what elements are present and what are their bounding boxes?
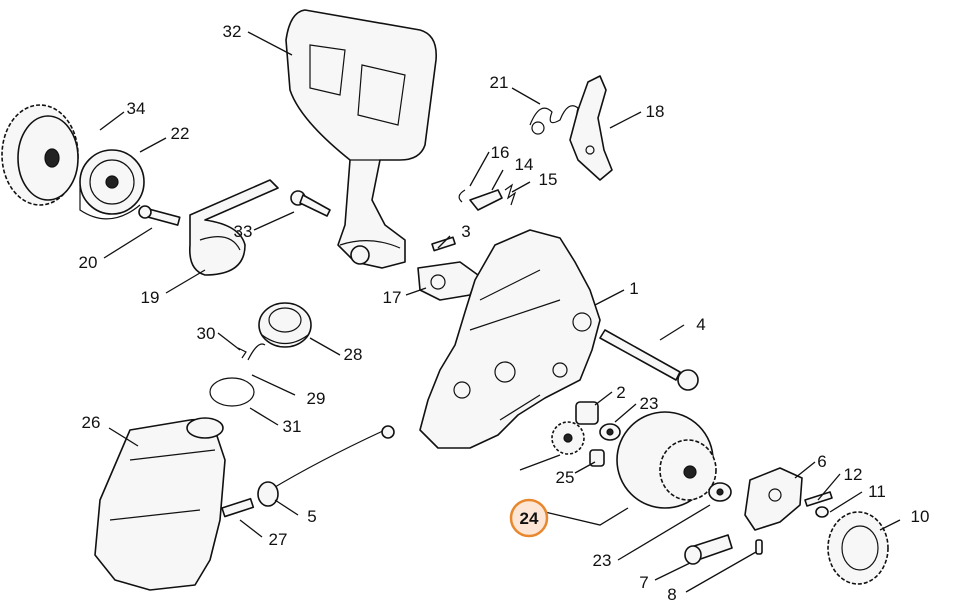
part-10-gear[interactable]: [827, 511, 889, 585]
label-20: 20: [79, 253, 98, 272]
label-18: 18: [646, 102, 665, 121]
part-15-spring[interactable]: [504, 183, 517, 206]
label-27: 27: [269, 530, 288, 549]
label-16: 16: [491, 143, 510, 162]
part-6-pump-housing[interactable]: [744, 467, 803, 531]
part-4-screw[interactable]: [599, 329, 699, 391]
part-28-cap[interactable]: [258, 302, 312, 348]
part-3-pin[interactable]: [431, 236, 456, 252]
label-24: 24: [520, 509, 539, 528]
part-18-lever[interactable]: [569, 75, 613, 181]
label-4: 4: [696, 315, 705, 334]
part-17-trigger[interactable]: [417, 261, 479, 301]
part-33-screw[interactable]: [290, 190, 331, 217]
part-14-latch[interactable]: [469, 189, 503, 211]
part-22-pulley[interactable]: [79, 149, 145, 220]
part-24-clutch-drum[interactable]: [616, 411, 717, 509]
label-2: 2: [616, 383, 625, 402]
label-23-lower: 23: [593, 551, 612, 570]
label-23-upper: 23: [640, 394, 659, 413]
part-29-cord[interactable]: [247, 343, 266, 361]
part-31-o-ring[interactable]: [209, 377, 255, 407]
part-5-oil-line[interactable]: [257, 425, 395, 507]
label-31: 31: [283, 417, 302, 436]
label-32: 32: [223, 22, 242, 41]
label-26: 26: [82, 413, 101, 432]
part-25-cage[interactable]: [589, 449, 605, 467]
label-33: 33: [234, 222, 253, 241]
part-labels: 32 34 22 20 19 33 21 18 16 14 15 3 17 1 …: [79, 22, 930, 604]
label-7: 7: [639, 573, 648, 592]
pinion-gear[interactable]: [551, 421, 585, 455]
label-17: 17: [383, 288, 402, 307]
part-19-band[interactable]: [188, 179, 279, 276]
label-30: 30: [197, 324, 216, 343]
part-26-tank[interactable]: [94, 417, 226, 591]
part-8-pin[interactable]: [755, 539, 763, 555]
part-23-washer-lower[interactable]: [708, 482, 732, 502]
label-22: 22: [171, 124, 190, 143]
part-20-pin[interactable]: [138, 205, 181, 226]
part-7-piston[interactable]: [684, 534, 733, 565]
part-32-handle[interactable]: [285, 9, 437, 269]
label-5: 5: [307, 507, 316, 526]
part-16-clip[interactable]: [458, 189, 466, 203]
label-1: 1: [629, 279, 638, 298]
label-6: 6: [817, 452, 826, 471]
label-14: 14: [515, 155, 534, 174]
part-11-washer[interactable]: [815, 506, 829, 518]
leader-lines: [99, 31, 901, 593]
label-12: 12: [844, 465, 863, 484]
label-11: 11: [868, 482, 886, 501]
part-27-bolt[interactable]: [221, 497, 255, 518]
label-25: 25: [556, 468, 575, 487]
label-8: 8: [667, 585, 676, 604]
part-2-bearing[interactable]: [575, 401, 599, 425]
label-10: 10: [911, 507, 930, 526]
label-19: 19: [141, 288, 160, 307]
part-24-bracket: [519, 454, 629, 526]
label-29: 29: [307, 389, 326, 408]
callout-24-highlight[interactable]: 24: [509, 498, 549, 538]
part-1-crankcase[interactable]: [419, 229, 601, 449]
label-28: 28: [344, 345, 363, 364]
part-30-clip[interactable]: [237, 347, 247, 359]
label-3: 3: [461, 222, 470, 241]
part-23-washer-upper[interactable]: [599, 423, 621, 441]
label-34: 34: [127, 99, 146, 118]
label-21: 21: [490, 73, 509, 92]
label-15: 15: [539, 170, 558, 189]
part-34-gear[interactable]: [1, 104, 79, 206]
